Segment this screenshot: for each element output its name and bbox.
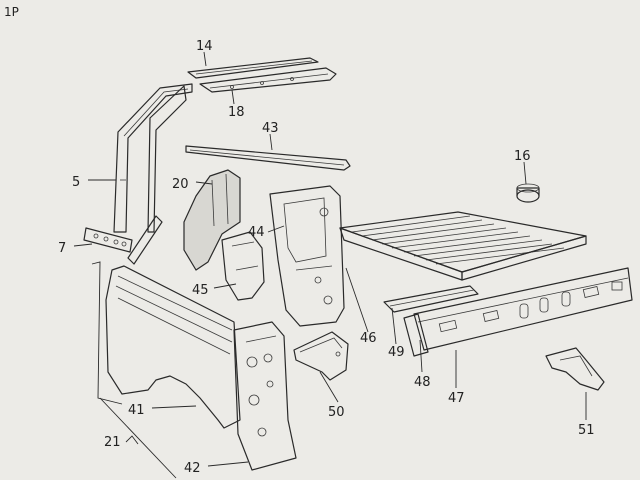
part-41-rear-fender [105,265,241,429]
part-5-door-frame [113,83,193,233]
part-42-rear-corner-pillar [233,321,297,471]
part-pillar-strip [127,215,163,265]
part-50-bracket [293,331,349,381]
callout-49: 49 [388,345,405,360]
part-16-grommet [516,183,540,203]
part-51-hook-bracket [545,347,605,391]
callout-43: 43 [262,121,279,136]
part-43-long-rail [185,145,351,171]
part-45-wheelhouse-inner [221,231,265,301]
part-44-rear-pillar-panel [269,185,345,327]
callout-44: 44 [248,225,265,240]
part-47-side-sill [413,267,633,351]
callout-14: 14 [196,39,213,54]
page-tag: 1P [4,5,19,19]
part-7-bracket [83,227,133,253]
callout-21: 21 [104,435,121,450]
part-49-cross-member [383,285,479,313]
callout-41: 41 [128,403,145,418]
callout-50: 50 [328,405,345,420]
callout-42: 42 [184,461,201,476]
part-46-bed-floor [339,211,587,281]
callout-18: 18 [228,105,245,120]
part-20-inner-panel [183,169,241,271]
callout-7: 7 [58,241,66,256]
leader-lines [73,51,587,479]
callout-47: 47 [448,391,465,406]
callout-5: 5 [72,175,80,190]
callout-48: 48 [414,375,431,390]
callout-51: 51 [578,423,595,438]
part-18-roof-rail-lower [199,67,337,93]
callout-16: 16 [514,149,531,164]
part-48-inner-rail [403,313,429,357]
callout-20: 20 [172,177,189,192]
callout-45: 45 [192,283,209,298]
callout-46: 46 [360,331,377,346]
part-14-roof-rail-upper [187,57,319,79]
